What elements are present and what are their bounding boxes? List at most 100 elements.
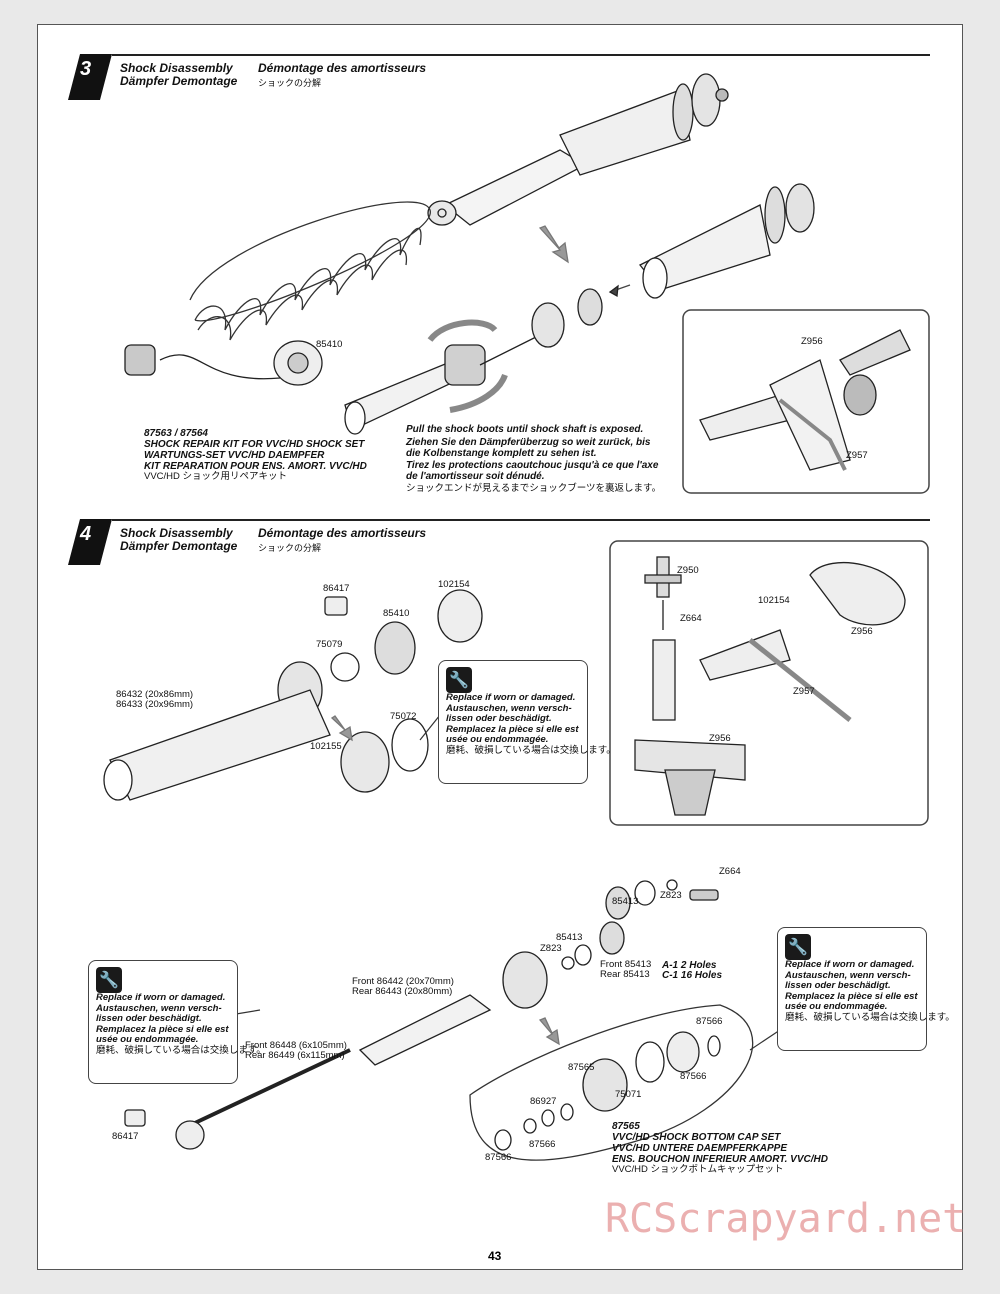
part-75072-label: 75072	[390, 711, 417, 722]
step4-exploded-drawing	[103, 589, 483, 801]
step-3-title-de: Dämpfer Demontage	[120, 74, 238, 88]
set-number: 87565	[612, 1121, 640, 1132]
kit-name-fr: KIT REPARATION POUR ENS. AMORT. VVC/HD	[144, 461, 367, 472]
step-3-rule	[112, 54, 930, 56]
coil-spring-drawing	[189, 201, 431, 341]
piston-parts-drawing	[531, 183, 815, 348]
tool-z957-label: Z957	[846, 450, 868, 461]
note1-fr-2: usée ou endommagée.	[446, 734, 549, 745]
step-3-title-jp: ショックの分解	[258, 78, 322, 88]
step-4-title-de: Dämpfer Demontage	[120, 539, 238, 553]
shock-end-drawing	[124, 340, 323, 386]
part-85410-label: 85410	[316, 339, 343, 350]
wrench-icon: 🔧	[96, 967, 122, 993]
step-4-title-en: Shock Disassembly	[120, 526, 233, 540]
kit-name-en: SHOCK REPAIR KIT FOR VVC/HD SHOCK SET	[144, 439, 365, 450]
inset-102154-label: 102154	[758, 595, 790, 606]
part-86417-label: 86417	[323, 583, 350, 594]
step3-tool-inset	[682, 309, 930, 494]
instruction-jp: ショックエンドが見えるまでショックブーツを裏返します。	[406, 483, 662, 494]
step4-tool-inset	[609, 540, 929, 826]
set-name-en: VVC/HD SHOCK BOTTOM CAP SET	[612, 1132, 781, 1143]
instruction-fr-2: de l'amortisseur soit dénudé.	[406, 471, 545, 482]
note2-en: Replace if worn or damaged.	[96, 992, 226, 1003]
note1-en: Replace if worn or damaged.	[446, 692, 576, 703]
lower-z823a-label: Z823	[660, 890, 682, 901]
step-3-badge-shape	[68, 54, 112, 100]
step-4-title-jp: ショックの分解	[258, 543, 322, 553]
note2-jp: 磨耗、破損している場合は交換します。	[96, 1044, 266, 1056]
note3-de-2: lissen oder beschädigt.	[785, 980, 891, 991]
rear-86449-label: Rear 86449 (6x115mm)	[245, 1050, 345, 1061]
lower-85413a-label: 85413	[612, 896, 639, 907]
inset-z957-label: Z957	[793, 686, 815, 697]
part-86927-label: 86927	[530, 1096, 557, 1107]
step-3-title-fr: Démontage des amortisseurs	[258, 61, 427, 75]
note3-jp: 磨耗、破損している場合は交換します。	[785, 1011, 955, 1023]
part-87566a-label: 87566	[696, 1016, 723, 1027]
part-86433-label: 86433 (20x96mm)	[116, 699, 194, 710]
rear-85413-code: C-1 16 Holes	[662, 970, 723, 981]
lower-z823b-label: Z823	[540, 943, 562, 954]
kit-name-de: WARTUNGS-SET VVC/HD DAEMPFER	[144, 450, 325, 461]
part-75071-label: 75071	[615, 1089, 642, 1100]
part-87565-label: 87565	[568, 1062, 595, 1073]
arrow-down-right	[538, 225, 569, 264]
inset-z956a-label: Z956	[851, 626, 873, 637]
step-4-number: 4	[80, 523, 92, 545]
rear-85413-label: Rear 85413	[600, 969, 650, 980]
part-86432-label: 86432 (20x86mm)	[116, 689, 194, 700]
step-3-number: 3	[80, 58, 92, 80]
replace-note-2: 🔧 Replace if worn or damaged. Austausche…	[96, 967, 266, 1056]
part-102155-label: 102155	[310, 741, 342, 752]
note1-jp: 磨耗、破損している場合は交換します。	[446, 744, 616, 756]
kit-number: 87563 / 87564	[144, 428, 208, 439]
note2-de-1: Austauschen, wenn versch-	[96, 1002, 222, 1014]
note2-fr-1: Remplacez la pièce si elle est	[96, 1023, 229, 1035]
lower-z664-label: Z664	[719, 866, 741, 877]
step-4-badge-shape	[68, 519, 112, 565]
note3-fr-1: Remplacez la pièce si elle est	[785, 990, 918, 1002]
part-75079-label: 75079	[316, 639, 343, 650]
note3-en: Replace if worn or damaged.	[785, 959, 915, 970]
step-4-rule	[112, 519, 930, 521]
front-86448-label: Front 86448 (6x105mm)	[245, 1040, 347, 1051]
note3-fr-2: usée ou endommagée.	[785, 1001, 888, 1012]
part-87566b-label: 87566	[680, 1071, 707, 1082]
part-85410b-label: 85410	[383, 608, 410, 619]
note1-de-2: lissen oder beschädigt.	[446, 713, 552, 724]
note2-fr-2: usée ou endommagée.	[96, 1034, 199, 1045]
tool-z956-label: Z956	[801, 336, 823, 347]
part-87566d-label: 87566	[485, 1152, 512, 1163]
rear-86443-label: Rear 86443 (20x80mm)	[352, 986, 453, 997]
tool-z950-label: Z950	[677, 565, 699, 576]
instruction-de-1: Ziehen Sie den Dämpferüberzug so weit zu…	[406, 437, 651, 448]
set-name-de: VVC/HD UNTERE DAEMPFERKAPPE	[612, 1143, 788, 1154]
front-85413-code: A-1 2 Holes	[662, 960, 717, 971]
front-85413-label: Front 85413	[600, 959, 652, 970]
step-4-title-fr: Démontage des amortisseurs	[258, 526, 427, 540]
front-86442-label: Front 86442 (20x70mm)	[352, 976, 454, 987]
note2-de-2: lissen oder beschädigt.	[96, 1013, 202, 1024]
set-name-fr: ENS. BOUCHON INFERIEUR AMORT. VVC/HD	[612, 1154, 828, 1165]
step-3-title-en: Shock Disassembly	[120, 61, 233, 75]
wrench-icon: 🔧	[446, 667, 472, 693]
page-number: 43	[488, 1249, 502, 1263]
replace-note-1: 🔧 Replace if worn or damaged. Austausche…	[446, 667, 616, 756]
lower-85413b-label: 85413	[556, 932, 583, 943]
part-102154-label: 102154	[438, 579, 470, 590]
kit-name-jp: VVC/HD ショック用リペアキット	[144, 471, 288, 482]
tool-z664-label: Z664	[680, 613, 702, 624]
wrench-icon: 🔧	[785, 934, 811, 960]
part-87566c-label: 87566	[529, 1139, 556, 1150]
instruction-de-2: die Kolbenstange komplett zu sehen ist.	[406, 448, 597, 459]
watermark-text: RCScrapyard.net	[605, 1196, 967, 1242]
note3-de-1: Austauschen, wenn versch-	[785, 969, 911, 981]
replace-note-3: 🔧 Replace if worn or damaged. Austausche…	[785, 934, 955, 1023]
set-name-jp: VVC/HD ショックボトムキャップセット	[612, 1164, 784, 1175]
note1-fr-1: Remplacez la pièce si elle est	[446, 723, 579, 735]
inset-z956b-label: Z956	[709, 733, 731, 744]
instruction-fr-1: Tirez les protections caoutchouc jusqu'à…	[406, 460, 659, 471]
note1-de-1: Austauschen, wenn versch-	[446, 702, 572, 714]
